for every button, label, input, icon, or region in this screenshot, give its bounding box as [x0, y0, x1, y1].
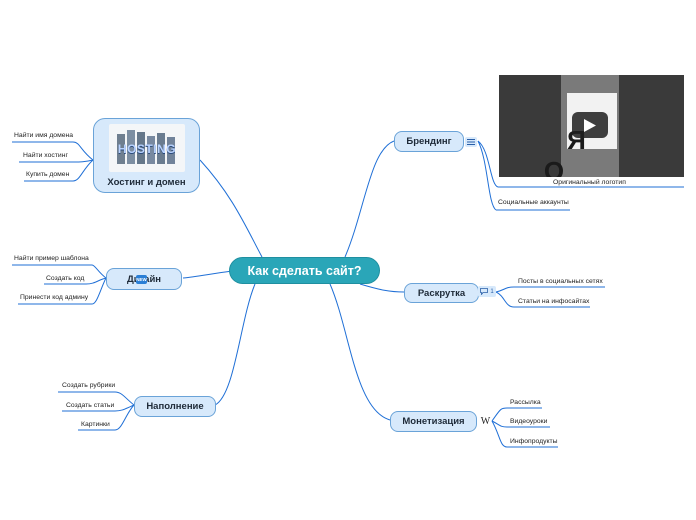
leaf-video-lessons[interactable]: Видеоуроки: [510, 418, 548, 425]
comment-count: 1: [490, 288, 494, 295]
leaf-newsletter[interactable]: Рассылка: [510, 399, 541, 406]
leaf-info-products[interactable]: Инфопродукты: [510, 438, 558, 445]
leaf-images[interactable]: Картинки: [81, 421, 110, 428]
topic-branding-label: Брендинг: [406, 136, 452, 147]
topic-monetization-label: Монетизация: [402, 416, 465, 427]
comment-icon: [480, 288, 489, 295]
leaf-buy-domain[interactable]: Купить домен: [26, 171, 70, 178]
leaf-info-articles[interactable]: Статьи на инфосайтах: [518, 298, 590, 305]
topic-monetization[interactable]: Монетизация: [390, 411, 477, 432]
wikipedia-icon[interactable]: W: [480, 415, 491, 427]
connector-hosting: [199, 159, 263, 258]
play-icon: [584, 118, 596, 132]
connector-design: [182, 270, 233, 279]
leaf-social-posts[interactable]: Посты в социальных сетях: [518, 278, 603, 285]
leaf-create-categories[interactable]: Создать рубрики: [62, 382, 116, 389]
hosting-image: HOSTING: [109, 124, 185, 172]
notes-icon[interactable]: [465, 137, 477, 147]
topic-branding[interactable]: Брендинг: [394, 131, 464, 152]
topic-hosting[interactable]: HOSTING Хостинг и домен: [93, 118, 200, 193]
central-topic[interactable]: Как сделать сайт?: [229, 257, 380, 284]
video-caption: Оригинальный логотип: [553, 179, 626, 186]
topic-design[interactable]: NEW Дизайн: [106, 268, 182, 290]
comment-badge[interactable]: 1: [478, 286, 496, 297]
topic-content[interactable]: Наполнение: [134, 396, 216, 417]
topic-promotion-label: Раскрутка: [417, 287, 466, 299]
connector-content: [214, 283, 256, 406]
video-overlay-text: Я О: [543, 125, 661, 177]
leaf-create-code[interactable]: Создать код: [46, 275, 85, 282]
leaf-create-articles[interactable]: Создать статьи: [66, 402, 115, 409]
topic-hosting-label: Хостинг и домен: [107, 177, 186, 188]
new-badge-icon: NEW: [136, 274, 147, 284]
logo-video[interactable]: Я О: [499, 75, 684, 177]
hosting-image-text: HOSTING: [117, 142, 177, 156]
topic-promotion[interactable]: Раскрутка: [404, 283, 479, 303]
connector-promotion: [359, 283, 405, 293]
video-play-button[interactable]: [572, 112, 608, 138]
topic-content-label: Наполнение: [146, 401, 204, 412]
leaf-social-accounts[interactable]: Социальные аккаунты: [498, 199, 569, 206]
leaf-find-template[interactable]: Найти пример шаблона: [14, 255, 89, 262]
leaf-bring-code[interactable]: Принести код админу: [20, 294, 89, 301]
leaf-find-domain-name[interactable]: Найти имя домена: [14, 132, 74, 139]
connector-monetization: [329, 283, 391, 421]
leaf-find-hosting[interactable]: Найти хостинг: [23, 152, 68, 159]
connector-branding: [344, 140, 395, 258]
